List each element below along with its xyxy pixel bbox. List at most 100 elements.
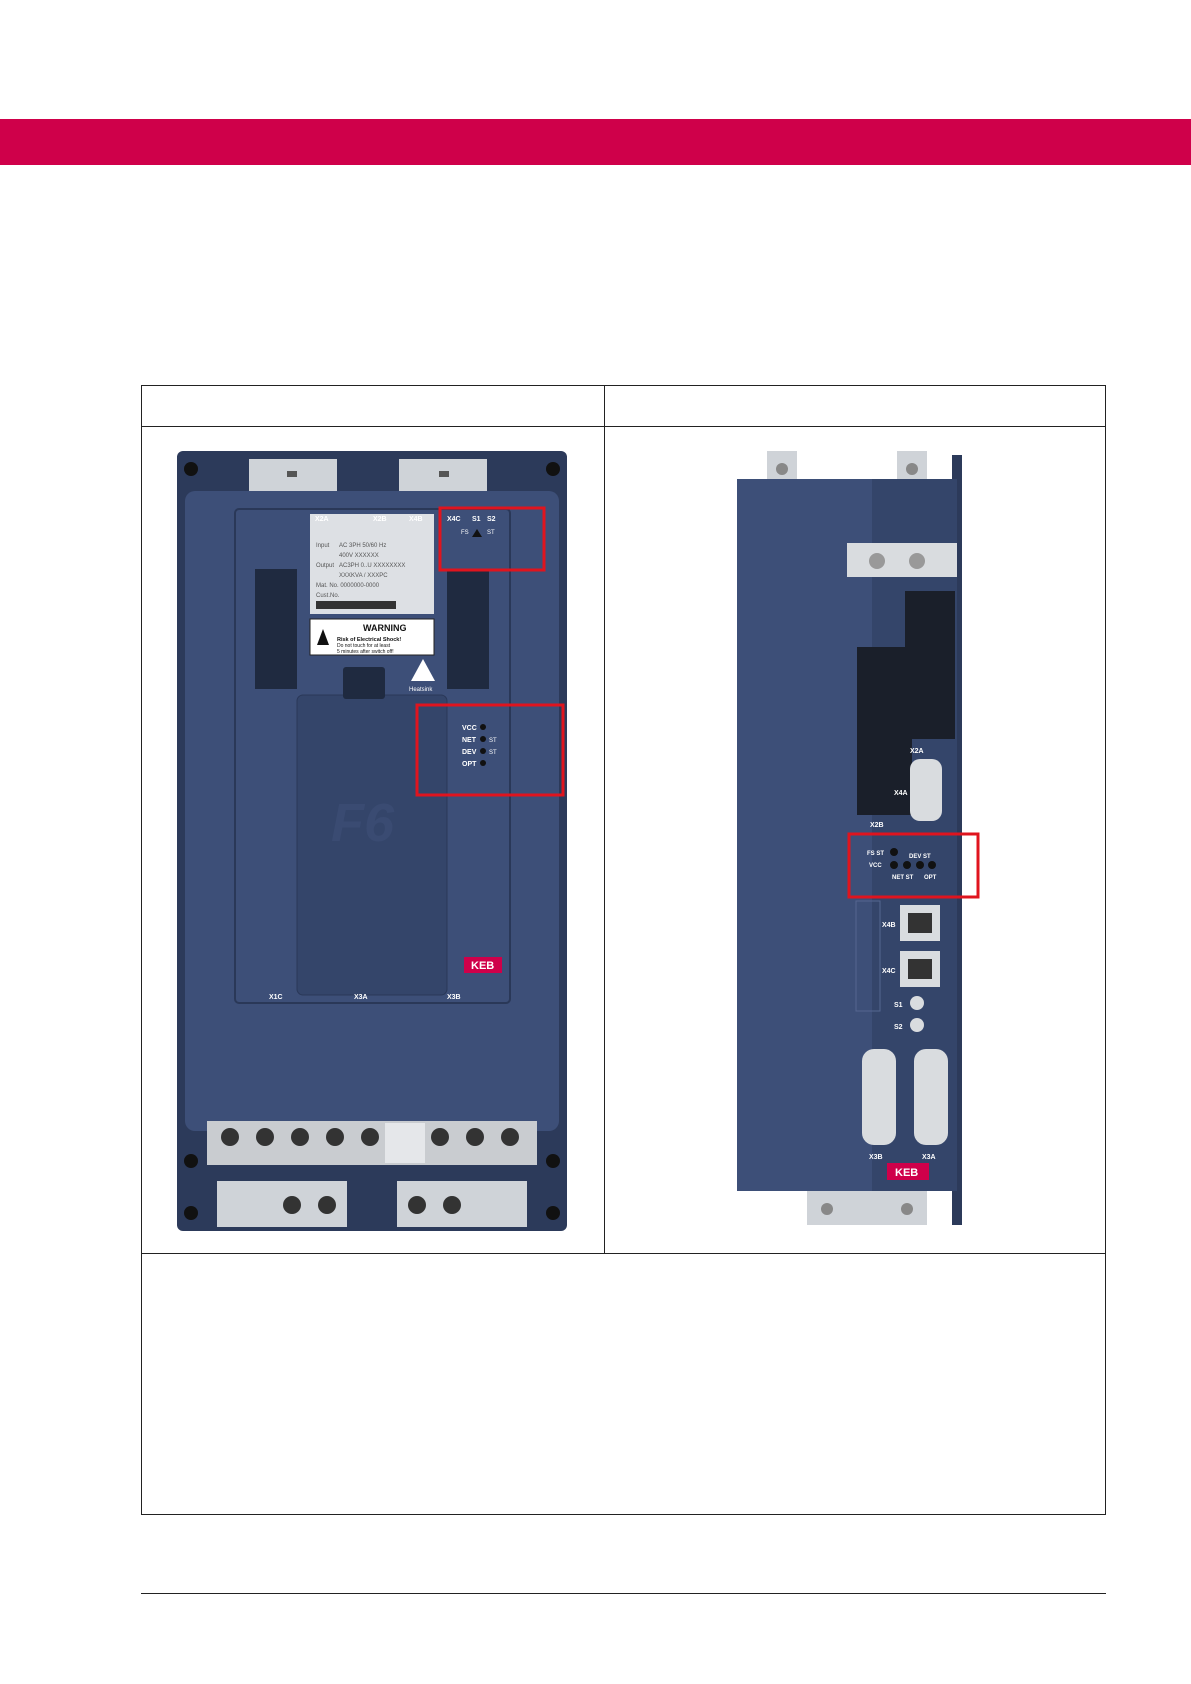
left-device-illustration: Input AC 3PH 50/60 Hz 400V XXXXXX Output…: [177, 451, 567, 1231]
connector-label-s1: S1: [472, 516, 481, 523]
warning-line: Risk of Electrical Shock!: [337, 637, 401, 643]
heatsink-label: Heatsink: [409, 687, 433, 693]
switch-label-s1: S1: [894, 1002, 903, 1009]
screw-icon: [821, 1203, 833, 1215]
footer-rule: [141, 1593, 1106, 1594]
screw-icon: [408, 1196, 426, 1214]
label-text: Input: [316, 543, 330, 549]
led-label-opt: OPT: [462, 761, 477, 768]
led-label-dev-st: DEV ST: [909, 854, 931, 860]
led-label-st: ST: [489, 750, 497, 756]
connector-label-x3a: X3A: [354, 994, 368, 1001]
warning-line: Do not touch for at least: [337, 643, 391, 649]
connector-label-s2: S2: [487, 516, 496, 523]
rotary-switch-s2[interactable]: [910, 1018, 924, 1032]
connector-label-x2b: X2B: [870, 822, 884, 829]
connector-label-x4c: X4C: [447, 516, 461, 523]
terminal-block-x2a: [905, 591, 955, 739]
device-images-row: Input AC 3PH 50/60 Hz 400V XXXXXX Output…: [142, 427, 1105, 1254]
right-device-illustration: X2A X2B X4A FS ST VCC DEV ST NET ST OPT: [737, 451, 980, 1225]
keb-logo: [464, 957, 502, 973]
dsub-connector-x3b: [862, 1049, 896, 1145]
connector-label-x4b: X4B: [882, 922, 896, 929]
led-icon: [480, 760, 486, 766]
screw-icon: [901, 1203, 913, 1215]
column-divider: [604, 386, 605, 1254]
led-icon: [480, 748, 486, 754]
device-comparison-table: Input AC 3PH 50/60 Hz 400V XXXXXX Output…: [141, 385, 1106, 1515]
screw-icon: [184, 1206, 198, 1220]
screw-icon: [869, 553, 885, 569]
connector-label-x3b: X3B: [869, 1154, 883, 1161]
led-icon: [480, 724, 486, 730]
screw-icon: [906, 463, 918, 475]
screw-icon: [184, 462, 198, 476]
connector-label-x3a: X3A: [922, 1154, 936, 1161]
connector-label-x1c: X1C: [269, 994, 283, 1001]
led-label-st: ST: [489, 738, 497, 744]
svg-text:F6: F6: [331, 793, 395, 853]
screw-icon: [184, 1154, 198, 1168]
dsub-connector-x4a: [910, 759, 942, 821]
connector-label-x2a: X2A: [910, 748, 924, 755]
table-caption-row: [142, 1254, 1105, 1514]
status-label-fs: FS: [461, 530, 469, 536]
product-label: [310, 514, 434, 614]
label-text: Cust.No.: [316, 593, 340, 599]
screw-icon: [546, 1154, 560, 1168]
warning-triangle-icon: [317, 629, 329, 645]
led-icon: [472, 529, 482, 537]
highlight-box-leds-side: [847, 832, 980, 899]
led-label-fs-st: FS ST: [867, 851, 884, 857]
keb-logo: [887, 1163, 929, 1180]
connector-label-x4a: X4A: [894, 790, 908, 797]
led-label-vcc: VCC: [869, 863, 882, 869]
screw-icon: [909, 553, 925, 569]
label-text: 400V XXXXXX: [339, 553, 379, 559]
screw-icon: [546, 1206, 560, 1220]
screw-icon: [318, 1196, 336, 1214]
dsub-connector-x3a: [914, 1049, 948, 1145]
screw-icon: [443, 1196, 461, 1214]
led-icon: [928, 861, 936, 869]
screw-icon: [776, 463, 788, 475]
connector-label-x4c: X4C: [882, 968, 896, 975]
option-slot: [855, 900, 881, 1012]
highlight-box-top: [438, 506, 546, 572]
led-label-net-st: NET ST: [892, 875, 914, 881]
connector-label-x2a: X2A: [315, 516, 329, 523]
warning-line: 5 minutes after switch off!: [337, 649, 394, 655]
keb-logo-text: KEB: [895, 1167, 918, 1179]
cover-latch: [343, 667, 385, 699]
heatsink-warning-icon: [411, 659, 435, 681]
highlight-box-leds: [415, 703, 565, 797]
connector-label-x4b: X4B: [409, 516, 423, 523]
power-terminal-block: [207, 1121, 537, 1165]
warning-title: WARNING: [363, 623, 407, 633]
connector-label-x3b: X3B: [447, 994, 461, 1001]
rotary-switch-s1[interactable]: [910, 996, 924, 1010]
screw-icon: [546, 462, 560, 476]
label-text: AC3PH 0..U XXXXXXXX: [339, 563, 405, 569]
led-label-dev: DEV: [462, 749, 477, 756]
label-text: Output: [316, 563, 334, 569]
led-icon: [890, 848, 898, 856]
shield-bracket: [847, 543, 957, 577]
connector-label-x2b: X2B: [373, 516, 387, 523]
led-label-vcc: VCC: [462, 725, 477, 732]
led-label-opt: OPT: [924, 875, 937, 881]
warning-label: [309, 618, 435, 656]
keb-logo-text: KEB: [471, 960, 494, 972]
switch-label-s2: S2: [894, 1024, 903, 1031]
terminal-block-x2b: [857, 647, 912, 815]
status-label-st: ST: [487, 530, 495, 536]
led-icon: [890, 861, 898, 869]
led-icon: [480, 736, 486, 742]
label-text: AC 3PH 50/60 Hz: [339, 543, 386, 549]
table-header-row: [142, 386, 1105, 427]
label-text: Mat. No. 0000000-0000: [316, 583, 380, 589]
screw-icon: [283, 1196, 301, 1214]
led-icon: [916, 861, 924, 869]
led-icon: [903, 861, 911, 869]
brand-header-bar: [0, 119, 1191, 165]
